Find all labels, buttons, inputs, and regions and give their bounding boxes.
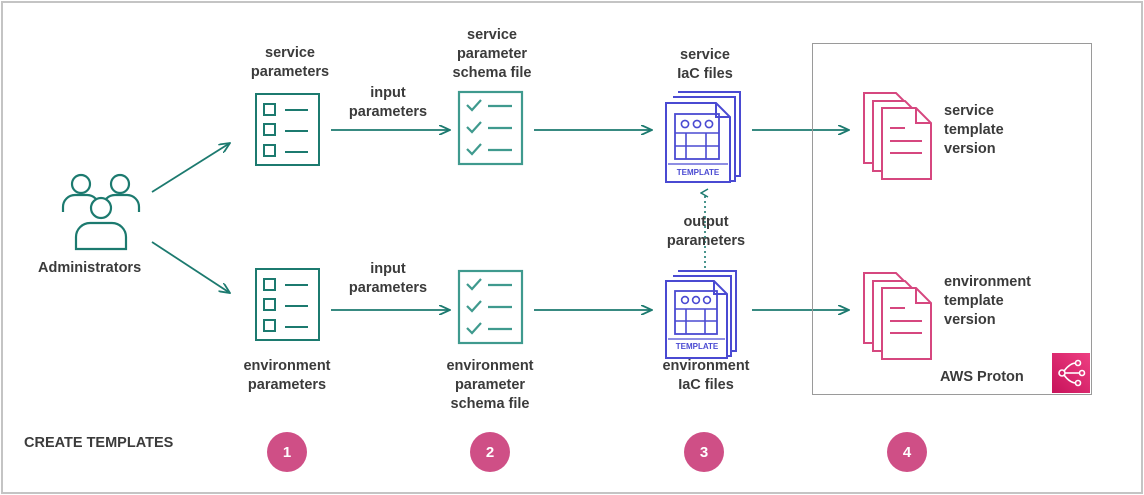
service-schema-label: service parameter schema file [452, 27, 532, 81]
administrators-label: Administrators [38, 260, 142, 276]
aws-proton-icon [1052, 353, 1090, 393]
environment-template-version-label: environment template version [944, 274, 1032, 328]
service-template-files-icon: TEMPLATE [665, 91, 741, 183]
service-version-documents-icon [863, 92, 932, 180]
environment-version-documents-icon [863, 272, 932, 360]
service-template-version-label: service template version [944, 103, 1004, 157]
service-schema-checklist-icon [457, 90, 524, 166]
step-badge-4: 4 [887, 432, 927, 472]
aws-proton-label: AWS Proton [940, 369, 1024, 385]
output-parameters-label: output parameters [666, 214, 746, 249]
service-iac-label: service IaC files [677, 47, 733, 82]
input-parameters-label-bottom: input parameters [348, 261, 428, 296]
step-badge-2: 2 [470, 432, 510, 472]
arrow-admin-to-service [151, 143, 230, 193]
environment-schema-label: environment parameter schema file [446, 358, 534, 412]
arrow-admin-to-environment [151, 241, 230, 293]
environment-parameters-label: environment parameters [243, 358, 331, 393]
create-templates-heading: CREATE TEMPLATES [24, 435, 174, 451]
environment-iac-label: environment IaC files [662, 358, 750, 393]
template-badge: TEMPLATE [676, 342, 719, 351]
service-parameters-icon [255, 93, 320, 166]
users-group-icon [61, 173, 141, 251]
input-parameters-label-top: input parameters [348, 85, 428, 120]
environment-parameters-icon [255, 268, 320, 341]
service-parameters-label: service parameters [250, 45, 330, 80]
environment-schema-checklist-icon [457, 269, 524, 345]
step-badge-1: 1 [267, 432, 307, 472]
step-badge-3: 3 [684, 432, 724, 472]
template-badge: TEMPLATE [677, 168, 720, 177]
aws-proton-container [812, 43, 1092, 395]
environment-template-files-icon: TEMPLATE [665, 270, 737, 359]
